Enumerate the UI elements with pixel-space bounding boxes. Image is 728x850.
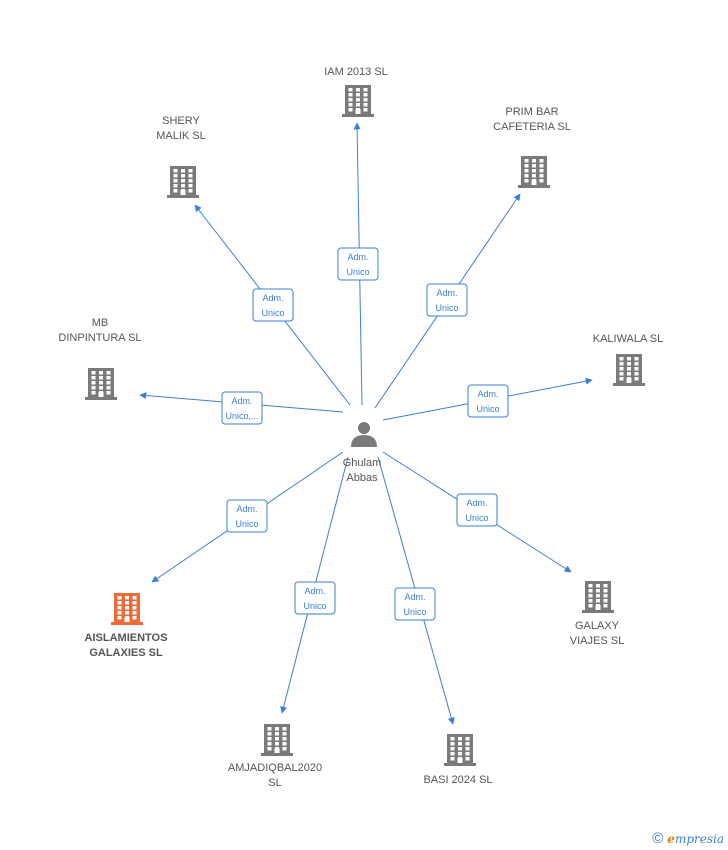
company-node-shery-malik-sl[interactable]: SHERY MALIK SL [156,115,206,198]
building-icon [518,156,550,188]
edge-label-box[interactable]: Adm. Unico [337,247,379,281]
edge-label-text: Adm. [231,396,252,406]
edge-label-box[interactable]: Adm. Unico [456,493,498,527]
company-label: VIAJES SL [570,635,624,647]
company-label: MALIK SL [156,130,206,142]
edge-iam-2013-sl: Adm. Unico [337,122,379,406]
edge-label-text: Adm. [404,592,425,602]
company-node-aislamientos-galaxies-sl[interactable]: AISLAMIENTOS GALAXIES SL [85,593,168,659]
company-label: SL [268,777,281,789]
brand-logo[interactable]: empresia [667,831,724,846]
edge-label-text: Unico [303,601,326,611]
edge-basi-2024-sl: Adm. Unico [377,456,455,725]
edge-label-text: Adm. [236,504,257,514]
building-icon [613,354,645,386]
edge-prim-bar-cafeteria-sl: Adm. Unico [374,193,521,409]
edge-label-text: Unico [346,267,369,277]
edge-amjadiqbal2020-sl: Adm. Unico [280,456,349,714]
company-node-prim-bar-cafeteria-sl[interactable]: PRIM BAR CAFETERIA SL [493,106,571,188]
building-icon [444,734,476,766]
company-label: AMJADIQBAL2020 [228,762,322,774]
company-label: IAM 2013 SL [324,66,388,78]
edge-label-box[interactable]: Adm. Unico [294,581,336,615]
company-node-iam-2013-sl[interactable]: IAM 2013 SL [324,66,388,117]
company-label: PRIM BAR [505,106,558,118]
edge-kaliwala-sl: Adm. Unico [382,377,593,421]
building-icon [582,581,614,613]
edge-label-box[interactable]: Adm. Unico [226,499,268,533]
footer-brand: © empresia [652,830,724,847]
edge-label-box[interactable]: Adm. Unico,... [221,391,263,425]
edge-label-box[interactable]: Adm. Unico [467,384,509,418]
company-label: KALIWALA SL [593,333,664,345]
company-node-kaliwala-sl[interactable]: KALIWALA SL [593,333,664,386]
edge-mb-dinpintura-sl: Adm. Unico,... [139,391,344,425]
edge-label-box[interactable]: Adm. Unico [426,283,468,317]
edge-shery-malik-sl: Adm. Unico [194,204,351,406]
edge-galaxy-viajes-sl: Adm. Unico [382,451,572,573]
person-label: Ghulam [343,457,382,469]
edge-label-text: Adm. [347,252,368,262]
company-label: SHERY [162,115,200,127]
company-node-galaxy-viajes-sl[interactable]: GALAXY VIAJES SL [570,581,624,647]
company-label: AISLAMIENTOS [85,632,168,644]
company-label: DINPINTURA SL [58,332,141,344]
nodes-layer: IAM 2013 SL PRIM BAR CAFETERIA SL KALIWALA … [58,66,663,789]
company-label: MB [92,317,109,329]
building-icon [111,593,143,625]
company-label: GALAXIES SL [89,647,163,659]
edge-label-text: Unico [235,519,258,529]
building-icon [261,724,293,756]
edge-label-box[interactable]: Adm. Unico [252,288,294,322]
edge-label-text: Unico,... [225,411,258,421]
building-icon [167,166,199,198]
company-label: GALAXY [575,620,620,632]
company-label: BASI 2024 SL [423,774,492,786]
edge-label-text: Unico [435,303,458,313]
company-node-mb-dinpintura-sl[interactable]: MB DINPINTURA SL [58,317,142,400]
edge-aislamientos-galaxies-sl: Adm. Unico [151,451,344,583]
edge-label-text: Unico [403,607,426,617]
edge-label-text: Unico [476,404,499,414]
person-label: Abbas [346,472,378,484]
company-node-basi-2024-sl[interactable]: BASI 2024 SL [423,734,493,786]
edge-label-text: Unico [261,308,284,318]
building-icon [342,85,374,117]
edge-label-text: Adm. [436,288,457,298]
edges-layer: Adm.UnicoAdm.UnicoAdm.UnicoAdm.UnicoAdm.… [139,122,593,725]
edge-label-text: Adm. [304,586,325,596]
company-label: CAFETERIA SL [493,121,571,133]
edge-label-text: Adm. [466,498,487,508]
building-icon [85,368,117,400]
edge-label-text: Adm. [262,293,283,303]
edge-label-box[interactable]: Adm. Unico [394,587,436,621]
edge-label-text: Unico [465,513,488,523]
copyright-icon: © [652,830,664,847]
edge-label-text: Adm. [477,389,498,399]
person-icon [351,422,377,447]
